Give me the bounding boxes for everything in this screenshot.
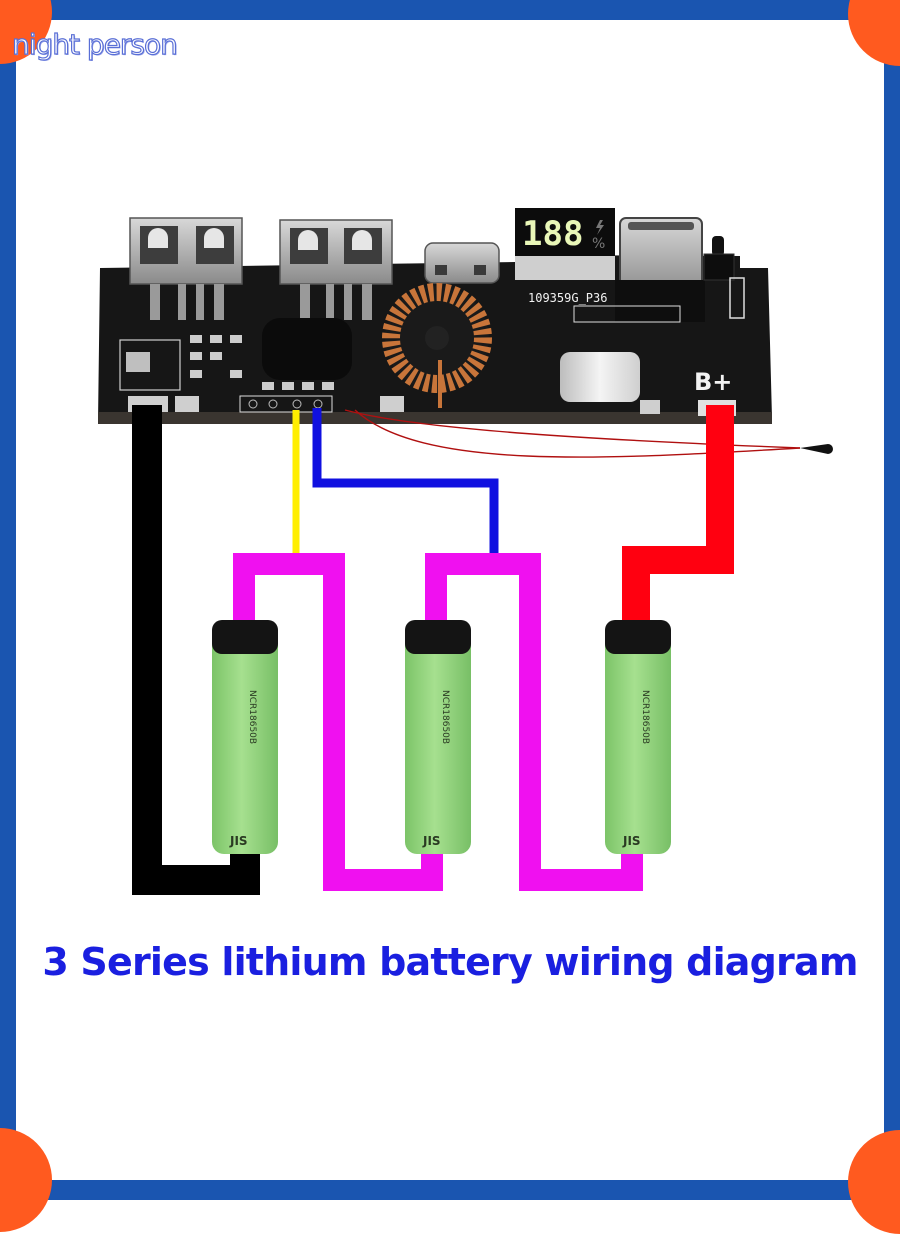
frame-right: [884, 0, 900, 1200]
pcb-edge: [98, 412, 772, 424]
capacitor: [560, 352, 640, 402]
battery-1: NCR18650B JIS: [212, 620, 278, 854]
push-button: [703, 236, 735, 281]
frame-top: [0, 0, 900, 20]
diagram-title: 3 Series lithium battery wiring diagram: [42, 940, 858, 984]
svg-text:JIS: JIS: [622, 834, 641, 848]
toroid-coil: [382, 283, 492, 408]
battery-2-label: NCR18650B: [440, 690, 450, 744]
inductor: [262, 318, 352, 380]
wire-negative: [132, 405, 260, 895]
display-percent: %: [592, 236, 605, 252]
charging-bolt-icon: [596, 220, 604, 235]
battery-1-label: NCR18650B: [247, 690, 257, 744]
frame-left: [0, 0, 16, 1200]
usb-c-port-1: [424, 242, 500, 284]
wire-series-link-1: [233, 553, 443, 891]
battery-3-label: NCR18650B: [640, 690, 650, 744]
pin-header: [729, 277, 745, 319]
watermark: night person: [11, 27, 178, 61]
wiring-diagram: 188 % 109359G_P36 B+: [98, 208, 833, 895]
display-digits: 188: [522, 214, 583, 254]
wire-balance-2: [312, 408, 499, 555]
battery-2: NCR18650B JIS: [405, 620, 471, 854]
pcb-model-label: 109359G_P36: [528, 291, 607, 305]
usb-c-port-2: [615, 217, 705, 322]
svg-text:JIS: JIS: [422, 834, 441, 848]
b-plus-label: B+: [694, 368, 732, 396]
usb-a-port-1: [129, 217, 243, 320]
thermistor-probe: [800, 444, 833, 454]
battery-3: NCR18650B JIS: [605, 620, 671, 854]
wire-series-link-2: [425, 553, 643, 891]
usb-a-port-2: [279, 219, 393, 320]
svg-text:JIS: JIS: [229, 834, 248, 848]
led-display: 188 %: [515, 208, 615, 280]
wire-positive: [622, 405, 734, 620]
pcb-board: 188 % 109359G_P36 B+: [98, 208, 772, 424]
frame-bottom: [0, 1180, 900, 1200]
